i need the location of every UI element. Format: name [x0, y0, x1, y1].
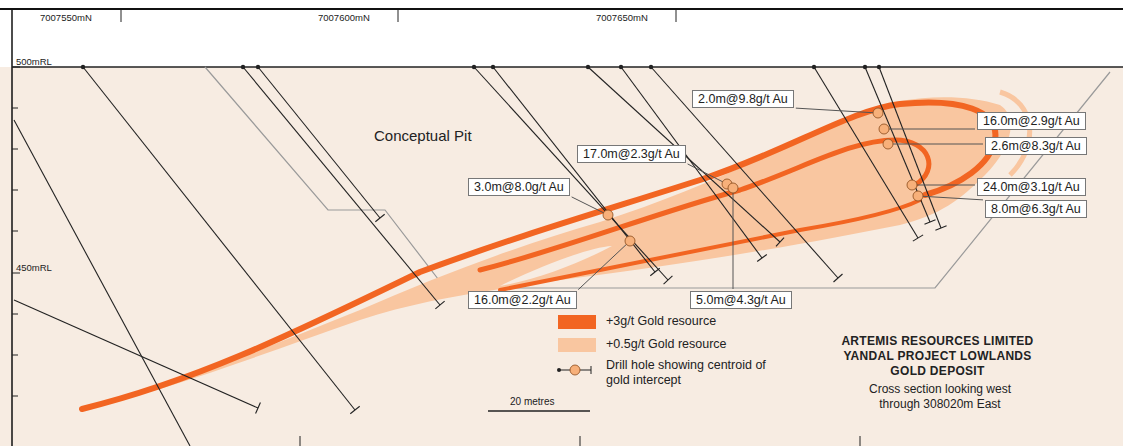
northing-label: 7007650mN	[596, 12, 648, 23]
intercept-text: 8.0m@6.3g/t Au	[991, 202, 1081, 216]
legend-swatch	[558, 338, 596, 352]
legend-hole-end	[591, 366, 592, 374]
frame-left	[11, 9, 13, 446]
intercept-label: 2.6m@8.3g/t Au	[985, 137, 1087, 155]
high-grade-resource	[82, 103, 995, 410]
elevation-label: 500mRL	[16, 56, 52, 67]
intercept-label: 17.0m@2.3g/t Au	[577, 145, 686, 163]
low-grade-halo	[1000, 92, 1030, 175]
intercept-label: 8.0m@6.3g/t Au	[985, 200, 1087, 218]
drill-holes	[14, 65, 947, 446]
intercept-label: 2.0m@9.8g/t Au	[692, 90, 794, 108]
intercept-text: 24.0m@3.1g/t Au	[983, 180, 1080, 194]
intercept-text: 5.0m@4.3g/t Au	[696, 293, 786, 307]
intercept-label: 16.0m@2.2g/t Au	[468, 291, 577, 309]
low-grade-resource	[80, 97, 1011, 410]
title-block: ARTEMIS RESOURCES LIMITED YANDAL PROJECT…	[830, 334, 1045, 379]
intercept-label: 5.0m@4.3g/t Au	[690, 291, 792, 309]
pit-label: Conceptual Pit	[374, 127, 472, 144]
northing-label: 7007550mN	[40, 12, 92, 23]
ground	[0, 67, 1123, 446]
intercept-label: 3.0m@8.0g/t Au	[468, 178, 570, 196]
caption: Cross section looking west through 30802…	[860, 382, 1020, 412]
northing-label: 7007600mN	[318, 12, 370, 23]
frame-top	[0, 8, 1123, 10]
leader-lines	[572, 108, 983, 290]
legend-text: +3g/t Gold resource	[606, 314, 716, 329]
scale-bar	[488, 410, 590, 412]
intercept-label: 16.0m@2.9g/t Au	[977, 112, 1086, 130]
legend-text: +0.5g/t Gold resource	[606, 337, 727, 352]
surface-line	[12, 66, 1123, 68]
legend-text: Drill hole showing centroid of gold inte…	[606, 358, 771, 388]
legend-swatch	[558, 315, 596, 329]
intercept-label: 24.0m@3.1g/t Au	[977, 178, 1086, 196]
intercept-text: 2.0m@9.8g/t Au	[698, 92, 788, 106]
intercept-text: 2.6m@8.3g/t Au	[991, 139, 1081, 153]
scale-label: 20 metres	[510, 396, 554, 407]
legend-centroid	[570, 365, 580, 375]
grid-ticks	[12, 10, 860, 446]
intercept-centroids	[603, 108, 923, 246]
intercept-text: 16.0m@2.9g/t Au	[983, 114, 1080, 128]
intercept-text: 3.0m@8.0g/t Au	[474, 180, 564, 194]
intercept-text: 16.0m@2.2g/t Au	[474, 293, 571, 307]
elevation-label: 450mRL	[16, 262, 52, 273]
legend-hole-collar	[557, 368, 561, 372]
intercept-text: 17.0m@2.3g/t Au	[583, 147, 680, 161]
